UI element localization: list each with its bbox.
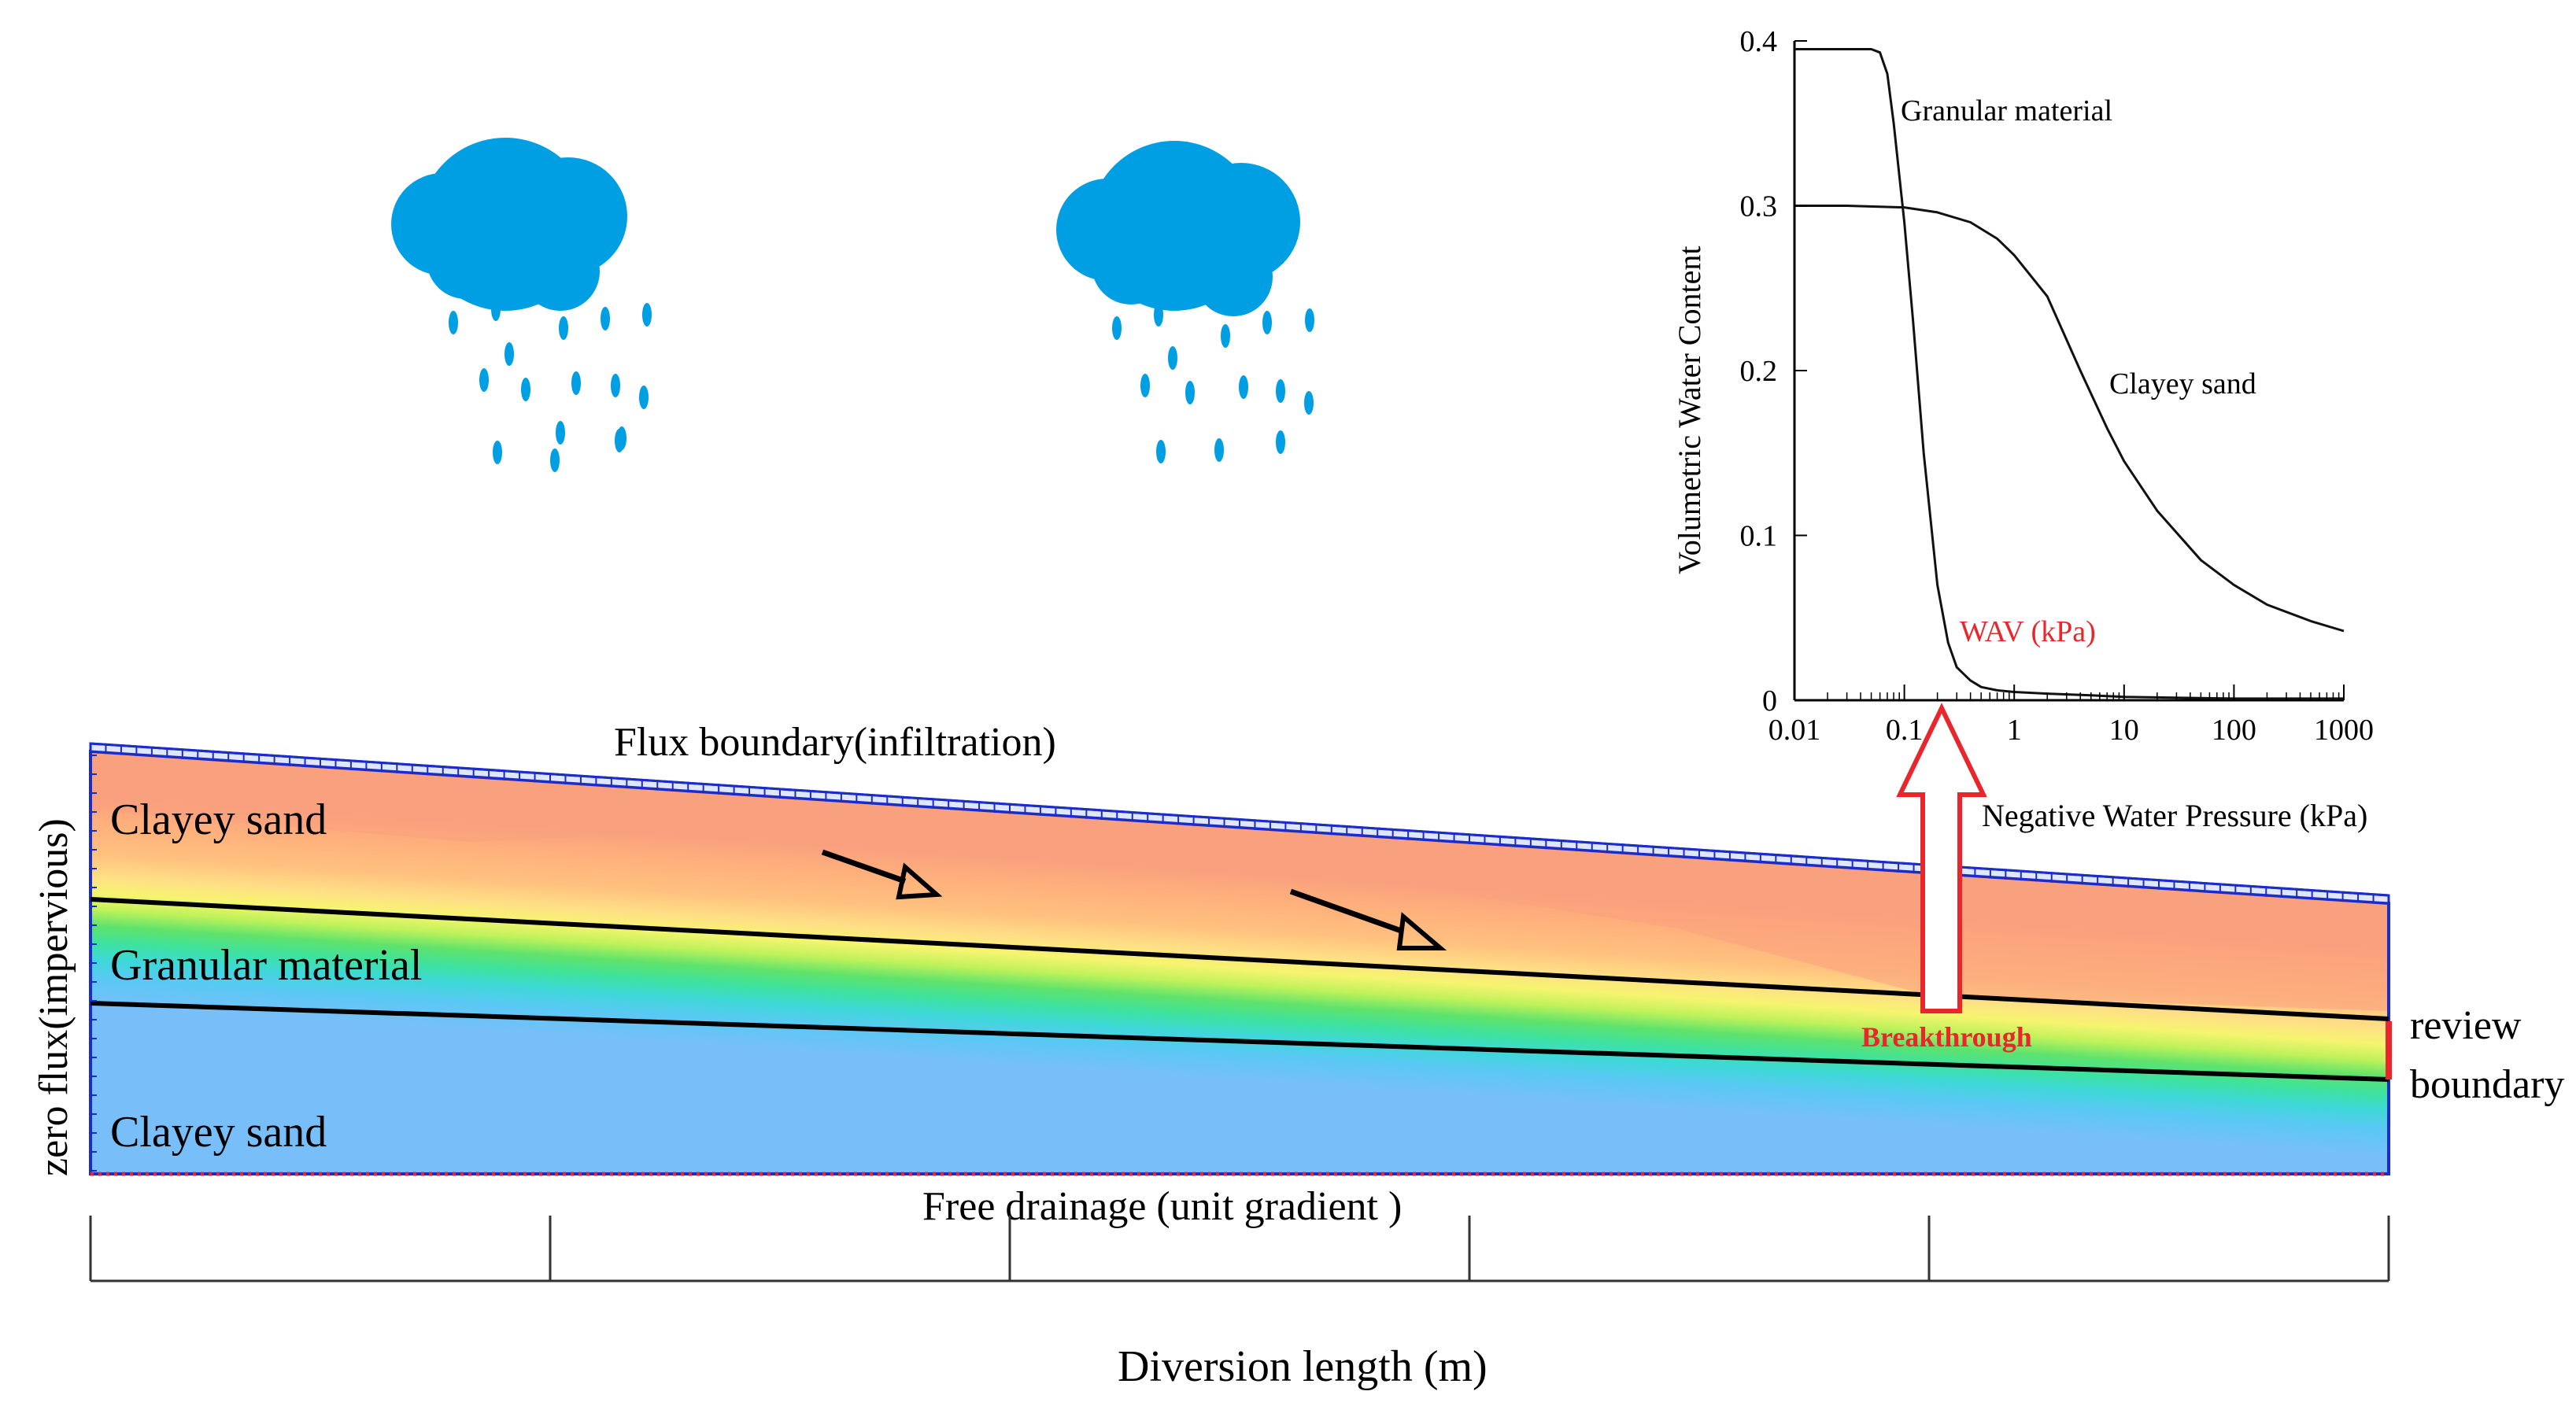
rain-drop — [615, 429, 624, 452]
flux-boundary-label: Flux boundary(infiltration) — [614, 720, 1056, 765]
x-tick-label: 1 — [2007, 714, 2022, 747]
wet-front-region — [91, 751, 2389, 1011]
zero-flux-label: zero flux(impervious) — [31, 818, 76, 1176]
x-tick-label: 0.1 — [1886, 714, 1924, 747]
rain-drop — [1140, 374, 1150, 397]
rain-drop — [1221, 324, 1230, 348]
x-tick-label: 100 — [2212, 714, 2256, 747]
y-tick-label: 0 — [1762, 685, 1777, 718]
rain-drop — [1185, 381, 1195, 404]
rain-drop — [1214, 438, 1224, 462]
review-boundary-label-1: review — [2410, 1003, 2522, 1048]
rain-drop — [504, 342, 514, 366]
flux-boundary-ticks — [90, 744, 2389, 905]
rain-drop — [601, 307, 610, 330]
zero-flux-ticks — [91, 755, 97, 1172]
breakthrough-arrow — [1896, 703, 1987, 1013]
interface-upper — [90, 897, 2389, 1021]
x-tick-label: 1000 — [2314, 714, 2374, 747]
rain-drop — [521, 378, 530, 401]
rain-drop — [1276, 379, 1285, 403]
rain-drop — [611, 374, 620, 397]
rain-drop — [1262, 311, 1272, 334]
soil-section: Clayey sand Granular material Clayey san… — [31, 703, 2564, 1229]
rain-drop — [556, 421, 565, 445]
y-tick-label: 0.1 — [1740, 520, 1778, 553]
rain-drop — [479, 368, 489, 392]
flow-arrow-1 — [821, 849, 943, 900]
layer-label-bottom: Clayey sand — [110, 1108, 327, 1157]
rain-drop — [1168, 346, 1177, 370]
rain-drop — [639, 386, 649, 409]
swcc-chart: 0 0.1 0.2 0.3 0.4 0.01 0.1 1 10 100 1000 Volumetri… — [1672, 25, 2374, 833]
y-tick-label: 0.4 — [1740, 25, 1778, 58]
layer-label-top: Clayey sand — [110, 795, 327, 844]
rain-drop — [1239, 375, 1248, 399]
rain-drop — [449, 311, 458, 334]
chart-ticks: 0 0.1 0.2 0.3 0.4 0.01 0.1 1 10 100 1000 — [1740, 25, 2375, 747]
diversion-length-title: Diversion length (m) — [1118, 1342, 1488, 1391]
interface-lower — [90, 1001, 2389, 1082]
rain-drop — [491, 297, 501, 321]
rain-drop — [1304, 391, 1314, 415]
rain-drop — [550, 448, 560, 472]
rain-cloud-right — [1056, 141, 1314, 463]
series-label-granular: Granular material — [1901, 94, 2112, 127]
wav-annotation: WAV (kPa) — [1960, 615, 2096, 648]
rain-drop — [571, 371, 581, 395]
rain-drop — [559, 316, 568, 340]
free-drainage-label: Free drainage (unit gradient ) — [922, 1184, 1402, 1229]
series-line-0 — [1794, 48, 2344, 700]
diversion-length-scale — [89, 1216, 2390, 1282]
chart-series — [1794, 48, 2345, 700]
review-boundary-label-2: boundary — [2410, 1062, 2564, 1107]
rain-drop — [642, 303, 652, 327]
rain-drop — [1305, 308, 1314, 332]
x-tick-label: 0.01 — [1768, 714, 1821, 747]
chart-x-title: Negative Water Pressure (kPa) — [1982, 798, 2367, 833]
rain-drop — [493, 441, 502, 464]
flow-arrow-2 — [1289, 888, 1447, 950]
series-label-clayey: Clayey sand — [2109, 367, 2256, 400]
rain-drop — [1156, 440, 1166, 463]
x-tick-label: 10 — [2109, 714, 2139, 747]
rain-cloud-left — [391, 138, 652, 472]
rain-drop — [1112, 316, 1122, 340]
series-line-1 — [1794, 205, 2345, 633]
y-tick-label: 0.2 — [1740, 355, 1778, 388]
rain-drop — [1154, 303, 1163, 327]
y-tick-label: 0.3 — [1740, 190, 1778, 223]
chart-y-title: Volumetric Water Content — [1672, 246, 1707, 574]
rain-drop — [1276, 430, 1285, 454]
breakthrough-label: Breakthrough — [1861, 1021, 2032, 1053]
layer-label-mid: Granular material — [110, 941, 422, 990]
